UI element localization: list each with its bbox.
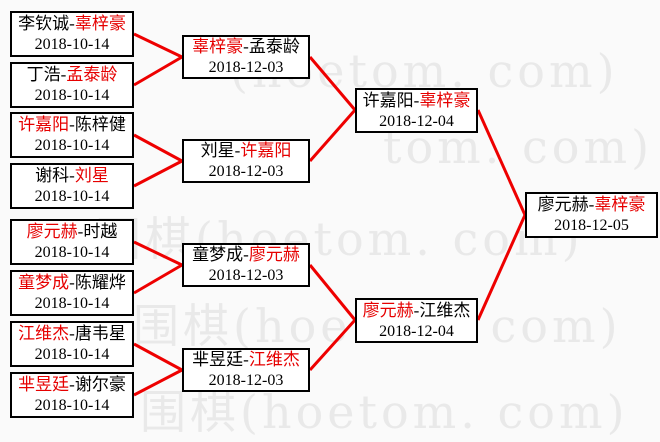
match-box-round1-6: 童梦成-陈耀烨 2018-10-14 xyxy=(10,270,134,316)
player-name: 廖元赫 xyxy=(362,300,414,320)
bracket-connector-lines xyxy=(133,32,527,397)
match-box-semifinal-1: 许嘉阳-辜梓豪 2018-12-04 xyxy=(355,88,478,133)
match-players: 许嘉阳-陈梓健 xyxy=(18,114,126,135)
player-name: 丁浩- xyxy=(26,65,67,84)
match-date: 2018-12-03 xyxy=(208,372,284,389)
match-box-round1-4: 谢科-刘星 2018-10-14 xyxy=(10,163,134,209)
match-box-round1-8: 芈昱廷-谢尔豪 2018-10-14 xyxy=(10,372,134,418)
connector-line xyxy=(133,32,183,59)
player-name: -陈耀烨 xyxy=(69,273,126,292)
player-name: -陈梓健 xyxy=(69,115,126,134)
match-date: 2018-10-14 xyxy=(34,346,110,363)
match-players: 李钦诚-辜梓豪 xyxy=(18,13,126,34)
match-date: 2018-10-14 xyxy=(34,137,110,154)
connector-line xyxy=(133,159,183,188)
connector-line xyxy=(133,368,183,397)
player-name: 李钦诚- xyxy=(18,14,75,33)
watermark-text: 围棋(hoetom. com) xyxy=(95,212,584,266)
match-box-round2-4: 芈昱廷-江维杰 2018-12-03 xyxy=(182,348,310,392)
player-name: 廖元赫 xyxy=(26,222,78,241)
connector-line xyxy=(476,214,527,321)
connector-line xyxy=(133,55,183,87)
connector-line xyxy=(133,342,183,372)
player-name: 江维杰 xyxy=(18,324,70,343)
player-name: 芈昱廷 xyxy=(18,375,70,394)
connector-line xyxy=(308,264,357,321)
match-date: 2018-12-04 xyxy=(379,112,454,130)
player-name: -唐韦星 xyxy=(69,324,126,343)
match-box-round1-7: 江维杰-唐韦星 2018-10-14 xyxy=(10,321,134,367)
player-name: 谢科- xyxy=(35,166,75,185)
match-date: 2018-10-14 xyxy=(34,397,110,414)
match-date: 2018-10-14 xyxy=(34,244,110,261)
match-players: 谢科-刘星 xyxy=(35,165,109,186)
connector-line xyxy=(308,56,357,111)
player-name: 廖元赫- xyxy=(537,195,595,214)
match-players: 丁浩-孟泰龄 xyxy=(27,64,118,85)
match-date: 2018-12-03 xyxy=(208,267,284,284)
match-date: 2018-10-14 xyxy=(34,87,110,104)
player-name: 辜梓豪 xyxy=(419,90,471,110)
connector-line xyxy=(308,109,357,162)
player-name: 许嘉阳- xyxy=(362,90,420,110)
player-name: -孟泰龄 xyxy=(243,37,300,56)
match-players: 童梦成-陈耀烨 xyxy=(18,272,126,293)
match-players: 廖元赫-江维杰 xyxy=(363,300,471,321)
match-box-semifinal-2: 廖元赫-江维杰 2018-12-04 xyxy=(355,298,478,343)
player-name: 刘星 xyxy=(74,166,109,185)
match-players: 辜梓豪-孟泰龄 xyxy=(192,36,300,57)
match-box-round1-3: 许嘉阳-陈梓健 2018-10-14 xyxy=(10,112,134,158)
player-name: 许嘉阳 xyxy=(18,115,70,134)
player-name: 江维杰 xyxy=(248,350,300,369)
player-name: 辜梓豪 xyxy=(192,37,244,56)
player-name: 刘星- xyxy=(200,141,241,160)
connector-line xyxy=(133,263,183,295)
player-name: 辜梓豪 xyxy=(594,195,646,214)
match-date: 2018-10-14 xyxy=(34,188,110,205)
connector-line xyxy=(133,240,183,267)
player-name: 孟泰龄 xyxy=(66,65,118,84)
connector-line xyxy=(476,109,527,216)
connector-line xyxy=(133,133,183,163)
match-players: 江维杰-唐韦星 xyxy=(18,323,126,344)
match-box-round1-2: 丁浩-孟泰龄 2018-10-14 xyxy=(10,62,134,108)
match-players: 芈昱廷-谢尔豪 xyxy=(18,374,126,395)
match-box-final: 廖元赫-辜梓豪 2018-12-05 xyxy=(525,192,658,238)
player-name: 芈昱廷- xyxy=(192,350,249,369)
match-date: 2018-12-04 xyxy=(379,322,454,340)
match-players: 刘星-许嘉阳 xyxy=(201,140,292,161)
player-name: 辜梓豪 xyxy=(74,14,126,33)
match-players: 廖元赫-辜梓豪 xyxy=(538,194,646,215)
match-players: 廖元赫-时越 xyxy=(27,221,118,242)
match-players: 许嘉阳-辜梓豪 xyxy=(363,90,471,111)
match-date: 2018-12-03 xyxy=(208,59,284,76)
match-box-round2-3: 童梦成-廖元赫 2018-12-03 xyxy=(182,243,310,287)
player-name: -时越 xyxy=(77,222,118,241)
player-name: 童梦成- xyxy=(192,245,249,264)
match-date: 2018-12-05 xyxy=(554,217,629,234)
player-name: -江维杰 xyxy=(413,300,471,320)
match-date: 2018-10-14 xyxy=(34,295,110,312)
match-date: 2018-10-14 xyxy=(34,36,110,53)
player-name: -谢尔豪 xyxy=(69,375,126,394)
match-players: 芈昱廷-江维杰 xyxy=(192,349,300,370)
player-name: 廖元赫 xyxy=(248,245,300,264)
player-name: 童梦成 xyxy=(18,273,70,292)
match-box-round2-2: 刘星-许嘉阳 2018-12-03 xyxy=(182,139,310,183)
match-box-round1-1: 李钦诚-辜梓豪 2018-10-14 xyxy=(10,11,134,57)
match-date: 2018-12-03 xyxy=(208,163,284,180)
connector-line xyxy=(308,318,357,372)
match-box-round1-5: 廖元赫-时越 2018-10-14 xyxy=(10,219,134,265)
match-box-round2-1: 辜梓豪-孟泰龄 2018-12-03 xyxy=(182,35,310,79)
match-players: 童梦成-廖元赫 xyxy=(192,244,300,265)
player-name: 许嘉阳 xyxy=(240,141,292,160)
